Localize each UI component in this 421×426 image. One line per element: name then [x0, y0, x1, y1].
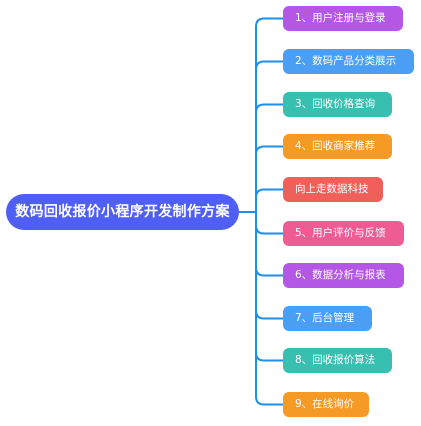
- branch-node-9[interactable]: 8、回收报价算法: [283, 348, 392, 373]
- branch-node-5[interactable]: 向上走数据科技: [283, 177, 383, 202]
- branch-node-2[interactable]: 2、数码产品分类展示: [283, 49, 414, 74]
- branch-connector-4: [255, 145, 283, 212]
- branch-connector-8: [255, 212, 283, 320]
- branch-connector-7: [255, 212, 283, 277]
- branch-node-10[interactable]: 9、在线询价: [283, 392, 369, 417]
- branch-connector-6: [255, 212, 283, 235]
- branch-node-8[interactable]: 7、后台管理: [283, 306, 372, 331]
- branch-node-1[interactable]: 1、用户注册与登录: [283, 6, 403, 31]
- branch-connector-3: [255, 103, 283, 212]
- branch-node-3[interactable]: 3、回收价格查询: [283, 92, 392, 117]
- root-node[interactable]: 数码回收报价小程序开发制作方案: [6, 194, 239, 230]
- branch-node-6[interactable]: 5、用户评价与反馈: [283, 221, 404, 246]
- branch-connector-10: [255, 212, 283, 406]
- branch-connector-2: [255, 60, 283, 212]
- branch-connector-5: [255, 188, 283, 212]
- branch-connector-1: [255, 17, 283, 212]
- branch-node-4[interactable]: 4、回收商家推荐: [283, 134, 392, 159]
- branch-node-7[interactable]: 6、数据分析与报表: [283, 263, 404, 288]
